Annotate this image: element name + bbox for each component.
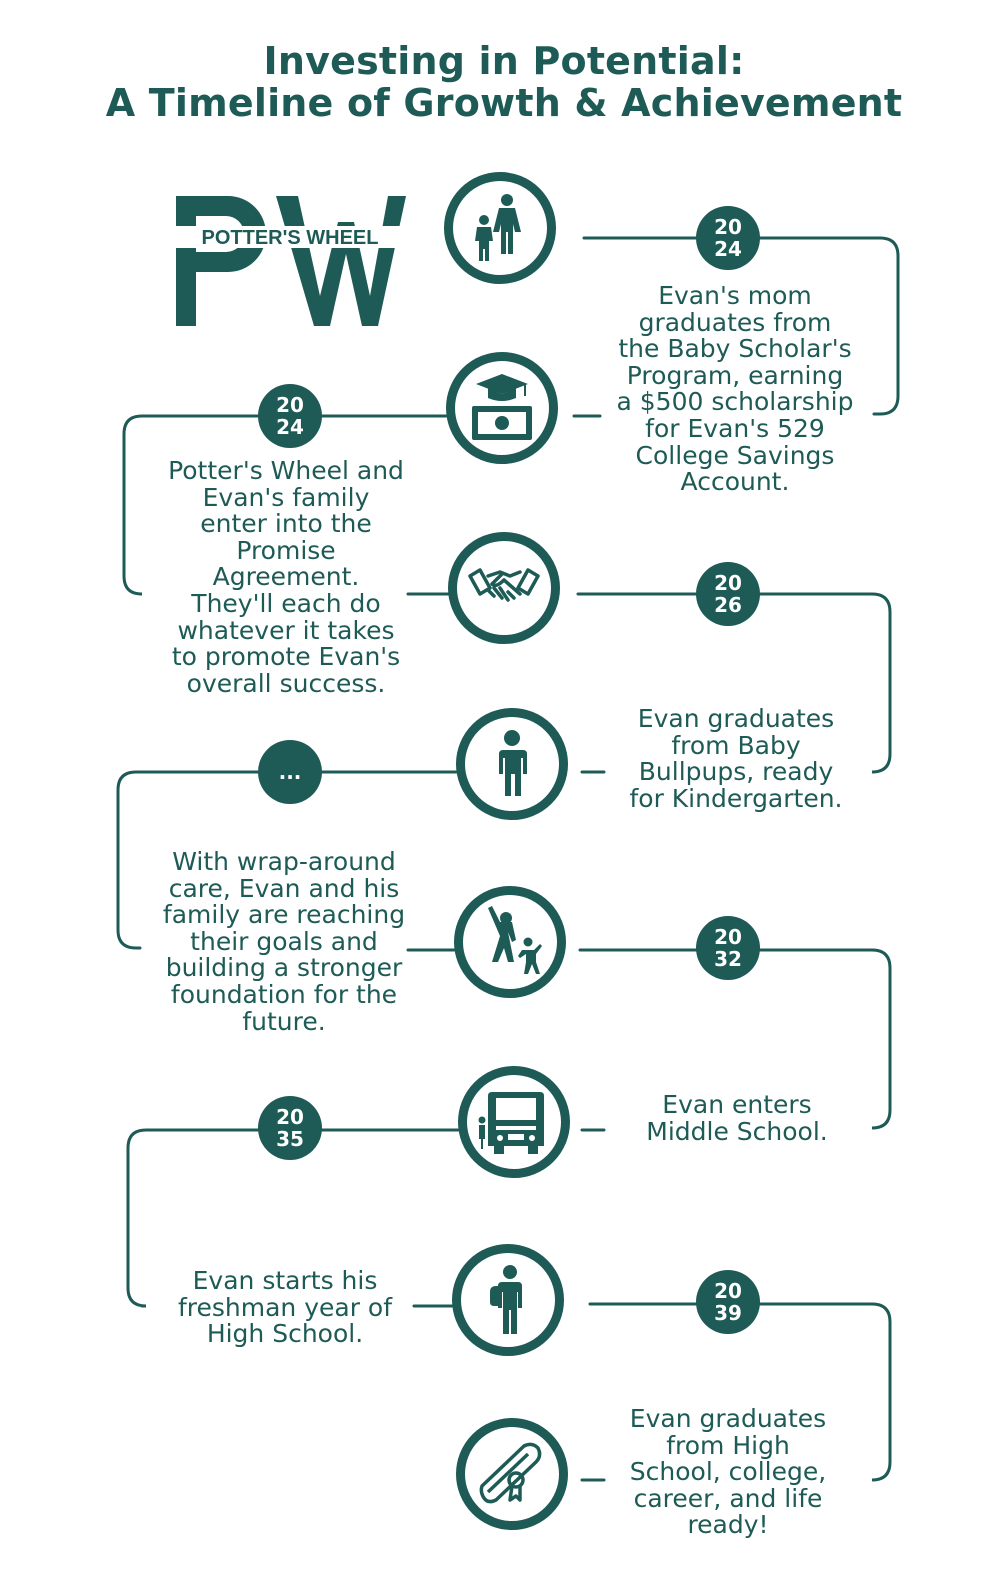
parent-and-child-icon-circle (444, 172, 556, 284)
diploma-icon-circle (456, 1418, 568, 1530)
year-badge-2: 20 24 (258, 384, 322, 448)
year-badge-5-top: 20 (714, 925, 742, 949)
year-badge-6-top: 20 (276, 1105, 304, 1129)
connector-1 (582, 236, 900, 416)
page-title: Investing in Potential: A Timeline of Gr… (0, 40, 1008, 124)
year-badge-5-bottom: 32 (714, 947, 742, 971)
year-badge-7: 20 39 (696, 1270, 760, 1334)
ellipsis-text: ... (278, 760, 302, 784)
student-backpack-icon (490, 1265, 522, 1334)
connector-5 (578, 948, 892, 1130)
event-7-description: Evan graduates from High School, college… (629, 1404, 827, 1540)
connector-2 (122, 414, 448, 596)
year-badge-5: 20 32 (696, 916, 760, 980)
event-5-description: Evan enters Middle School. (646, 1090, 828, 1146)
year-badge-3-top: 20 (714, 571, 742, 595)
year-badge-1-bottom: 24 (714, 237, 742, 261)
child-backpack-icon (499, 730, 527, 796)
handshake-icon-circle (448, 532, 560, 644)
parent-child-waving-icon (488, 906, 542, 974)
title-line-1: Investing in Potential: (263, 39, 745, 83)
school-bus-icon-circle (458, 1066, 570, 1178)
year-badge-1-top: 20 (714, 215, 742, 239)
handshake-icon (468, 568, 540, 602)
school-bus-icon (478, 1092, 544, 1154)
parent-and-child-icon (475, 194, 521, 261)
parent-child-waving-icon-circle (454, 886, 566, 998)
potters-wheel-logo: POTTER'S WHEEL (172, 196, 408, 326)
event-4-description: With wrap-around care, Evan and his fami… (162, 847, 406, 1036)
year-badge-2-bottom: 24 (276, 415, 304, 439)
graduation-cap-money-icon-circle (446, 352, 558, 464)
child-backpack-icon-circle (456, 708, 568, 820)
connector-6 (126, 1128, 460, 1308)
year-badge-6: 20 35 (258, 1096, 322, 1160)
event-6-description: Evan starts his freshman year of High Sc… (177, 1266, 393, 1349)
connector-7 (588, 1302, 892, 1482)
connector-3 (576, 592, 892, 774)
year-badge-3-bottom: 26 (714, 593, 742, 617)
diploma-icon (479, 1442, 542, 1504)
year-badge-7-top: 20 (714, 1279, 742, 1303)
event-2-description: Potter's Wheel and Evan's family enter i… (168, 456, 404, 698)
event-3-description: Evan graduates from Baby Bullpups, ready… (629, 704, 843, 813)
year-badge-3: 20 26 (696, 562, 760, 626)
ellipsis-badge: ... (258, 740, 322, 804)
graduation-cap-money-icon (472, 374, 532, 440)
student-backpack-icon-circle (452, 1244, 564, 1356)
title-line-2: A Timeline of Growth & Achievement (105, 81, 903, 125)
logo-text: POTTER'S WHEEL (202, 227, 379, 249)
event-1-description: Evan's mom graduates from the Baby Schol… (616, 281, 854, 497)
year-badge-2-top: 20 (276, 393, 304, 417)
year-badge-1: 20 24 (696, 206, 760, 270)
year-badge-7-bottom: 39 (714, 1301, 742, 1325)
year-badge-6-bottom: 35 (276, 1127, 304, 1151)
connector-4 (116, 770, 458, 950)
